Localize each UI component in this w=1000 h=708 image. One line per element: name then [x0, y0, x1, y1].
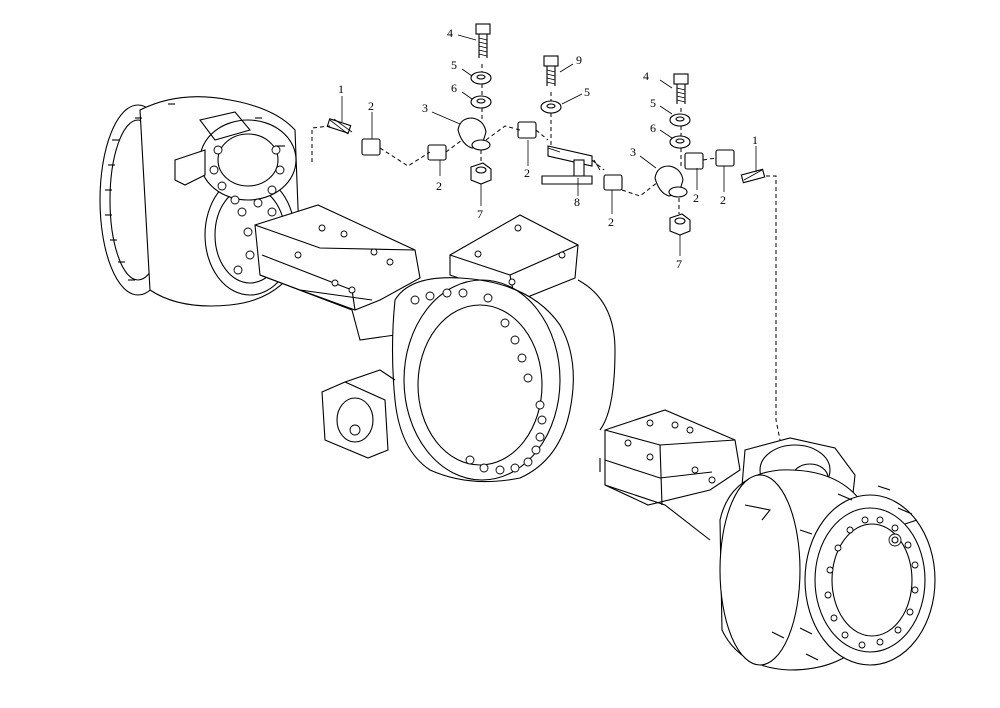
callout-2-d: 2: [608, 215, 614, 229]
right-wheel-hub: [719, 437, 936, 671]
callout-1-left: 1: [338, 82, 344, 96]
right-hub-studs: [771, 485, 918, 661]
bushing-2-c: [517, 121, 537, 139]
callout-6-left: 6: [451, 81, 457, 95]
washer-6-right: [669, 135, 691, 149]
bushing-2-e: [684, 152, 704, 170]
center-differential-housing: [321, 214, 616, 483]
callout-2-c: 2: [524, 166, 530, 180]
washer-5-right: [669, 113, 691, 127]
bushing-2-f: [715, 149, 735, 167]
callout-1-right: 1: [752, 133, 758, 147]
washer-6-left: [470, 95, 492, 109]
right-axle-arm: [599, 409, 741, 541]
nut-7-right: [669, 213, 691, 236]
left-axle-arm: [254, 204, 421, 341]
nut-7-left: [470, 162, 492, 185]
tee-fitting-8: [541, 145, 601, 185]
callout-labels: 1 2 2 3 4 5 6 7 2 9 5 8 2 4 5 6 3 2 2 7 …: [338, 26, 758, 271]
callout-7-left: 7: [477, 207, 483, 221]
bushing-2-a: [361, 138, 381, 156]
leader-lines: [341, 34, 757, 256]
callout-2-f: 2: [720, 193, 726, 207]
washer-5-center: [540, 100, 562, 114]
left-hub-studs: [105, 103, 285, 281]
fitting-1-left: [326, 118, 353, 135]
callout-5-left: 5: [451, 58, 457, 72]
callout-8: 8: [574, 195, 580, 209]
callout-2-e: 2: [693, 191, 699, 205]
clamp-3-right: [654, 165, 688, 198]
housing-flange-bolts: [410, 288, 547, 475]
callout-5-right: 5: [650, 96, 656, 110]
callout-7-right: 7: [676, 257, 682, 271]
callout-5-center: 5: [584, 85, 590, 99]
assembly-guide-lines: [311, 64, 781, 441]
callout-2-b: 2: [436, 179, 442, 193]
callout-9: 9: [576, 53, 582, 67]
bolt-4-right: [673, 73, 689, 104]
callout-2-a: 2: [368, 99, 374, 113]
bushing-2-d: [603, 174, 623, 191]
bolt-9: [543, 55, 559, 86]
clamp-3-left: [457, 117, 491, 151]
callout-4-left: 4: [447, 26, 453, 40]
callout-4-right: 4: [643, 69, 649, 83]
right-hub-bolts: [824, 516, 919, 649]
callout-3-left: 3: [422, 101, 428, 115]
callout-3-right: 3: [630, 145, 636, 159]
washer-5-left: [470, 71, 492, 85]
bolt-4-left: [475, 23, 491, 58]
bushing-2-b: [427, 144, 447, 161]
callout-6-right: 6: [650, 121, 656, 135]
fitting-1-right: [740, 168, 766, 184]
